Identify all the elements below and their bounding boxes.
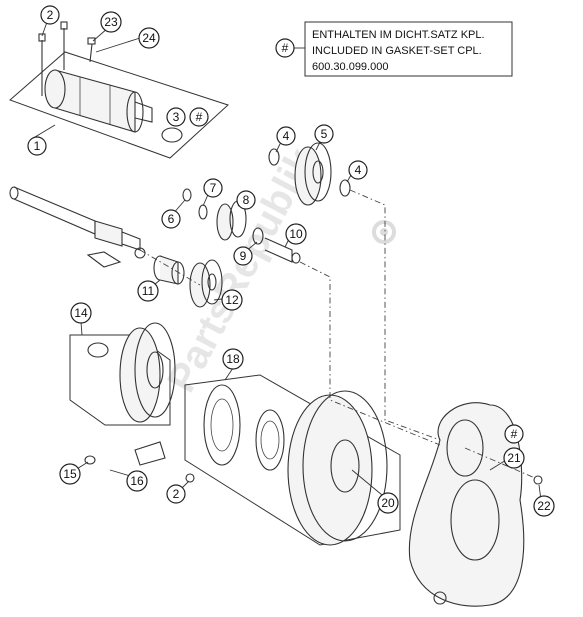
callout-24: 24 [138, 27, 160, 49]
svg-text:11: 11 [142, 284, 155, 298]
svg-text:23: 23 [104, 15, 118, 29]
gasket-set-note: # ENTHALTEN IM DICHT.SATZ KPL. INCLUDED … [275, 21, 513, 77]
svg-text:2: 2 [173, 487, 180, 501]
callout-10: 10 [285, 223, 307, 245]
svg-text:18: 18 [226, 352, 240, 366]
callout-4-right: 4 [348, 160, 368, 180]
needle-bearing [153, 255, 185, 285]
callout-18: 18 [222, 348, 244, 370]
svg-text:2: 2 [47, 8, 54, 22]
callout-3-hash: # [189, 107, 209, 127]
note-symbol: # [282, 41, 289, 55]
callout-2-bottom: 2 [166, 484, 186, 504]
callout-5: 5 [314, 124, 334, 144]
svg-text:#: # [511, 427, 518, 441]
callout-9: 9 [233, 246, 253, 266]
note-part-number: 600.30.099.000 [312, 61, 388, 73]
callout-11: 11 [137, 280, 159, 302]
svg-text:1: 1 [34, 139, 41, 153]
callout-23: 23 [100, 11, 122, 33]
callout-15: 15 [59, 463, 81, 485]
callout-8: 8 [236, 190, 256, 210]
gear-14-group [69, 322, 176, 426]
callout-2-top: 2 [40, 5, 60, 25]
callout-21-hash: # [504, 424, 524, 444]
svg-text:4: 4 [355, 163, 362, 177]
svg-text:9: 9 [240, 249, 247, 263]
ignition-cover [408, 402, 525, 607]
callout-20: 20 [377, 492, 399, 514]
callout-6: 6 [161, 209, 181, 229]
svg-text:12: 12 [225, 293, 239, 307]
small-bolts [84, 441, 543, 485]
large-gear [268, 142, 351, 206]
svg-text:4: 4 [283, 129, 290, 143]
watermark-gear-icon [372, 220, 396, 244]
callouts: 1 2 2 3 # 4 4 5 6 7 8 9 10 11 12 14 15 1… [27, 5, 555, 517]
starter-motor-assembly [9, 21, 229, 159]
svg-text:21: 21 [507, 451, 521, 465]
callout-12: 12 [221, 289, 243, 311]
callout-4-left: 4 [276, 126, 296, 146]
svg-text:22: 22 [537, 499, 551, 513]
callout-16: 16 [126, 470, 148, 492]
freewheel-group [184, 374, 401, 546]
note-line-en: INCLUDED IN GASKET-SET CPL. [312, 45, 482, 57]
svg-text:16: 16 [130, 474, 144, 488]
svg-text:#: # [196, 110, 203, 124]
svg-text:5: 5 [321, 127, 328, 141]
note-line-de: ENTHALTEN IM DICHT.SATZ KPL. [312, 29, 485, 41]
callout-1: 1 [27, 136, 47, 156]
svg-text:10: 10 [289, 227, 303, 241]
callout-22: 22 [533, 495, 555, 517]
callout-7: 7 [203, 178, 223, 198]
svg-text:8: 8 [243, 193, 250, 207]
svg-text:15: 15 [63, 467, 77, 481]
svg-text:7: 7 [210, 181, 217, 195]
svg-text:3: 3 [173, 110, 180, 124]
svg-text:14: 14 [74, 306, 88, 320]
svg-text:24: 24 [142, 31, 156, 45]
callout-14: 14 [70, 302, 92, 324]
callout-21: 21 [503, 447, 525, 469]
idler-shaft [9, 186, 146, 268]
svg-text:6: 6 [168, 212, 175, 226]
svg-text:20: 20 [381, 496, 395, 510]
assembly-lines [139, 189, 536, 479]
callout-3: 3 [166, 107, 186, 127]
